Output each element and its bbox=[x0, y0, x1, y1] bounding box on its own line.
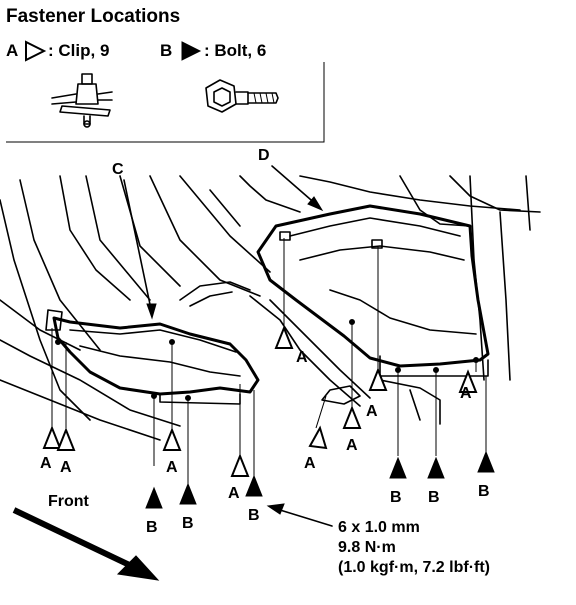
legend-b-text: : Bolt, 6 bbox=[204, 41, 266, 60]
part-d-label: D bbox=[258, 147, 270, 164]
torque-arrowhead-icon bbox=[266, 503, 285, 515]
under-cover-c bbox=[45, 309, 260, 405]
clip-illustration-icon bbox=[51, 73, 113, 128]
svg-text:A: A bbox=[460, 385, 472, 402]
part-c-arrowhead-icon bbox=[146, 303, 157, 320]
svg-text:B: B bbox=[390, 489, 402, 506]
legend-b-letter: B bbox=[160, 41, 172, 60]
svg-text:A: A bbox=[304, 455, 316, 472]
part-d-leader bbox=[271, 165, 319, 207]
clip-marker: A bbox=[342, 405, 362, 454]
legend-box-border bbox=[6, 62, 325, 143]
svg-text:B: B bbox=[478, 483, 490, 500]
svg-text:A: A bbox=[60, 459, 72, 476]
bolt-marker: B bbox=[477, 450, 495, 500]
svg-text:B: B bbox=[428, 489, 440, 506]
svg-text:A: A bbox=[346, 437, 358, 454]
vehicle-underbody bbox=[0, 175, 541, 441]
bolt-marker: B bbox=[245, 474, 263, 524]
legend-a-letter: A bbox=[6, 41, 18, 60]
clip-marker: A bbox=[304, 425, 328, 472]
front-arrow-icon bbox=[116, 555, 160, 581]
torque-leader bbox=[279, 509, 333, 527]
part-c-leader bbox=[123, 179, 153, 315]
svg-text:A: A bbox=[366, 403, 378, 420]
clip-marker: A bbox=[366, 367, 388, 420]
clip-marker: A bbox=[458, 369, 478, 402]
legend-bolt-triangle-icon bbox=[181, 41, 202, 61]
clip-marker: A bbox=[162, 427, 182, 476]
svg-text:B: B bbox=[182, 515, 194, 532]
part-d-arrowhead-icon bbox=[307, 196, 324, 212]
bolt-illustration-icon bbox=[205, 79, 279, 113]
svg-text:B: B bbox=[248, 507, 260, 524]
under-cover-d bbox=[256, 204, 490, 377]
bolt-marker: B bbox=[145, 486, 163, 536]
clip-marker: A bbox=[56, 427, 76, 476]
clip-marker: A bbox=[40, 425, 62, 472]
svg-text:A: A bbox=[296, 349, 308, 366]
fastener-leader-lines bbox=[51, 238, 487, 484]
bolt-marker: B bbox=[389, 456, 407, 506]
legend-a-text: : Clip, 9 bbox=[48, 41, 109, 60]
front-label: Front bbox=[48, 493, 90, 510]
clip-marker: A bbox=[228, 453, 250, 502]
svg-text:A: A bbox=[40, 455, 52, 472]
torque-spec-imperial: (1.0 kgf·m, 7.2 lbf·ft) bbox=[338, 559, 490, 576]
legend-clip-triangle-icon bbox=[25, 40, 47, 62]
svg-text:A: A bbox=[166, 459, 178, 476]
bolt-marker: B bbox=[427, 456, 445, 506]
torque-spec-nm: 9.8 N·m bbox=[338, 539, 396, 556]
clip-marker: A bbox=[274, 325, 308, 366]
part-c-label: C bbox=[112, 161, 124, 178]
bolt-marker: B bbox=[179, 482, 197, 532]
svg-text:B: B bbox=[146, 519, 158, 536]
svg-text:A: A bbox=[228, 485, 240, 502]
torque-spec-size: 6 x 1.0 mm bbox=[338, 519, 420, 536]
diagram-title: Fastener Locations bbox=[6, 6, 180, 27]
front-arrow-shaft bbox=[12, 507, 142, 573]
